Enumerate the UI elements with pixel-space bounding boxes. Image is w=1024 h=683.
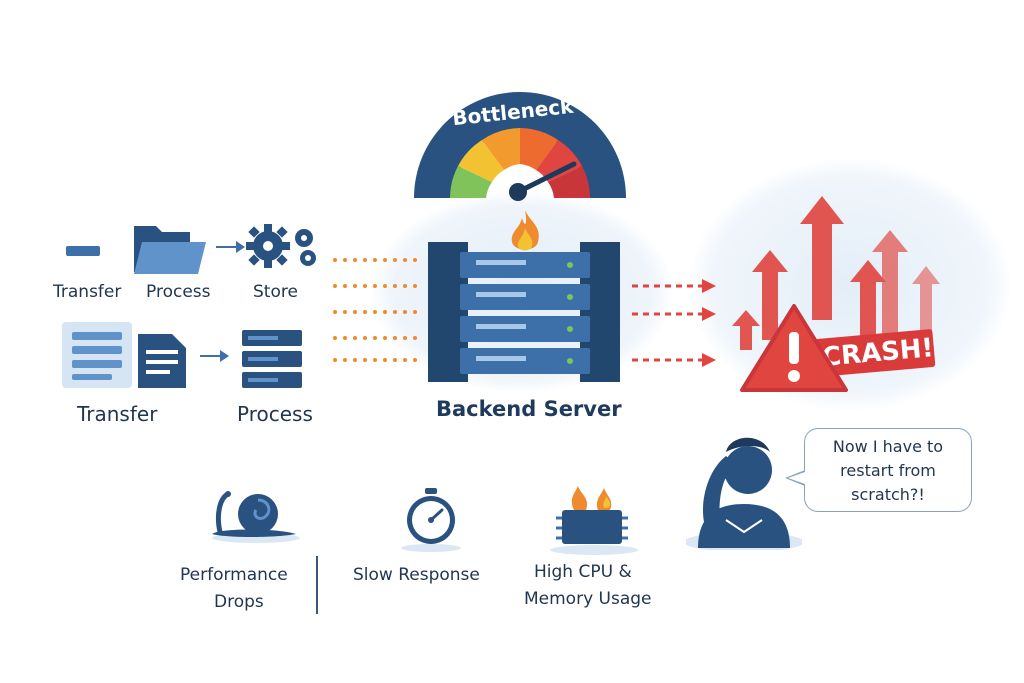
bottom-process-label: Process [237,402,313,426]
outgoing-arrows [632,279,716,367]
folder-icon [134,226,206,274]
arrow-icon [216,246,238,248]
top-transfer-label: Transfer [53,282,122,302]
performance-label-line1: Performance [180,565,288,585]
warning-icon [740,304,848,392]
speech-bubble: Now I have to restart from scratch?! [804,428,972,512]
arrow-head-icon-2 [220,350,229,362]
divider [316,556,318,614]
burning-chip-icon [550,486,638,555]
transfer-bar-icon [66,246,100,256]
rising-arrows [732,196,940,350]
document-icon [62,322,186,388]
bottleneck-gauge [414,92,626,201]
arrow-head-icon [236,241,245,253]
bottom-transfer-label: Transfer [77,402,158,426]
snail-icon [212,491,300,543]
bubble-tail-inner [788,472,805,484]
cpu-label-line2: Memory Usage [524,589,652,609]
performance-label-line2: Drops [214,592,264,612]
server-icon [242,330,302,388]
backend-server-label: Backend Server [436,397,622,421]
gears-icon [246,224,316,268]
incoming-data-streams [333,258,417,362]
arrow-icon-2 [200,355,222,357]
bubble-line-2: restart from [840,461,936,480]
stopwatch-icon [401,488,461,552]
fire-icon [511,210,539,251]
person-icon [686,437,802,550]
top-process-label: Process [146,282,211,302]
bubble-line-1: Now I have to [832,437,944,456]
backend-server-icon [428,242,620,382]
cpu-label-line1: High CPU & [534,562,632,582]
top-store-label: Store [253,282,298,302]
slow-response-label: Slow Response [353,565,480,585]
bubble-line-3: scratch?! [851,485,925,504]
